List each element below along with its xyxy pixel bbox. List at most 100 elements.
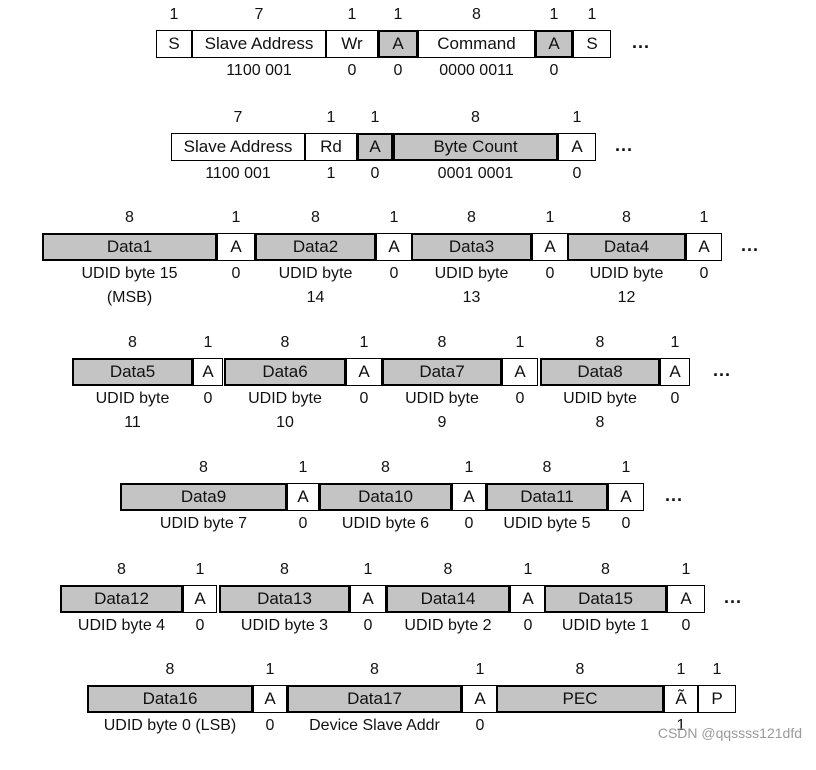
field-a: A (193, 358, 223, 386)
bit-count-data9: 8 (199, 459, 208, 476)
field-value-a: 0 (681, 617, 691, 634)
bit-count-a: 1 (621, 459, 631, 476)
bit-count-data6: 8 (280, 334, 290, 351)
field-a: A (357, 133, 393, 161)
field-value-a: 0 (464, 515, 474, 532)
field-data13: Data13 (219, 585, 350, 613)
bit-count-a: 1 (549, 6, 559, 23)
bit-count-a: 1 (298, 459, 308, 476)
smbus-udid-diagram: { "rows": [ { "fields": [ {"bits":"1","l… (0, 5, 816, 741)
field-value-slave-address: 1100 001 (226, 62, 292, 79)
bit-count-a: 1 (670, 334, 680, 351)
field-data8: Data8 (540, 358, 660, 386)
field-value-a: 0 (475, 717, 485, 734)
field-value-data7: UDID byte 9 (405, 390, 479, 431)
field-value-command: 0000 0011 (439, 62, 514, 79)
field-value-a: 0 (265, 717, 275, 734)
bit-count-data5: 8 (128, 334, 137, 351)
field-pec: PEC (496, 685, 664, 713)
field-data12: Data12 (60, 585, 183, 613)
continuation-dots: ... (665, 485, 684, 505)
bit-count-wr: 1 (347, 6, 357, 23)
field-a: A (608, 483, 644, 511)
bit-count-a: 1 (231, 209, 241, 226)
bit-count-a: 1 (545, 209, 555, 226)
bit-count-a: 1 (265, 661, 275, 678)
field-value-data15: UDID byte 1 (561, 617, 650, 634)
bit-count-data8: 8 (595, 334, 605, 351)
bit-count-data14: 8 (443, 561, 453, 578)
field-value-a: 0 (195, 617, 205, 634)
bit-count-a: 1 (359, 334, 369, 351)
field-value-wr: 0 (347, 62, 357, 79)
bit-count-data15: 8 (601, 561, 610, 578)
continuation-dots: ... (615, 135, 634, 155)
field-data11: Data11 (486, 483, 608, 511)
field-value-a: 0 (231, 265, 241, 282)
field-a: A (217, 233, 255, 261)
field-value-byte-count: 0001 0001 (437, 165, 514, 182)
bit-count-data10: 8 (381, 459, 390, 476)
field-value-data1: UDID byte 15 (MSB) (81, 265, 178, 306)
field-value-a: 0 (545, 265, 555, 282)
field-value-data8: UDID byte 8 (563, 390, 637, 431)
field-data17: Data17 (287, 685, 462, 713)
field-value-data2: UDID byte 14 (278, 265, 353, 306)
bit-count-a: 1 (681, 561, 691, 578)
bit-count-a: 1 (523, 561, 533, 578)
field-s: S (573, 30, 611, 58)
field-value-a: 0 (389, 265, 399, 282)
bit-count-data7: 8 (437, 334, 447, 351)
field-value-data17: Device Slave Addr (309, 717, 440, 734)
bit-count-pec: 8 (575, 661, 585, 678)
bit-count-s: 1 (169, 6, 179, 23)
bit-count-a: 1 (572, 109, 582, 126)
field-ack: Ã (664, 685, 698, 713)
bit-count-data13: 8 (280, 561, 289, 578)
field-value-data13: UDID byte 3 (240, 617, 329, 634)
field-value-data5: UDID byte 11 (95, 390, 170, 431)
field-value-data16: UDID byte 0 (LSB) (103, 717, 237, 734)
continuation-dots: ... (713, 360, 732, 380)
field-wr: Wr (326, 30, 378, 58)
field-a: A (502, 358, 538, 386)
field-rd: Rd (305, 133, 357, 161)
bit-count-byte-count: 8 (471, 109, 480, 126)
field-a: A (558, 133, 596, 161)
field-value-a: 0 (621, 515, 631, 532)
bit-count-rd: 1 (326, 109, 336, 126)
bit-count-data17: 8 (370, 661, 379, 678)
field-a: A (535, 30, 573, 58)
field-data3: Data3 (411, 233, 532, 261)
field-a: A (532, 233, 568, 261)
bit-count-a: 1 (370, 109, 380, 126)
bit-count-a: 1 (203, 334, 213, 351)
field-a: A (253, 685, 287, 713)
field-value-a: 0 (670, 390, 680, 407)
field-value-a: 0 (203, 390, 213, 407)
field-value-a: 0 (699, 265, 709, 282)
field-a: A (452, 483, 486, 511)
field-value-a: 0 (515, 390, 525, 407)
field-value-rd: 1 (326, 165, 336, 182)
field-a: A (378, 30, 418, 58)
field-a: A (346, 358, 382, 386)
field-value-a: 0 (370, 165, 380, 182)
bit-count-slave-address: 7 (254, 6, 264, 23)
field-value-a: 0 (359, 390, 369, 407)
continuation-dots: ... (741, 235, 760, 255)
field-slave-address: Slave Address (171, 133, 305, 161)
bit-count-a: 1 (699, 209, 709, 226)
field-data5: Data5 (72, 358, 193, 386)
field-data6: Data6 (224, 358, 346, 386)
field-data14: Data14 (386, 585, 510, 613)
bit-count-data11: 8 (542, 459, 552, 476)
field-value-data14: UDID byte 2 (404, 617, 492, 634)
field-p: P (698, 685, 736, 713)
field-data2: Data2 (255, 233, 376, 261)
field-value-data4: UDID byte 12 (589, 265, 664, 306)
